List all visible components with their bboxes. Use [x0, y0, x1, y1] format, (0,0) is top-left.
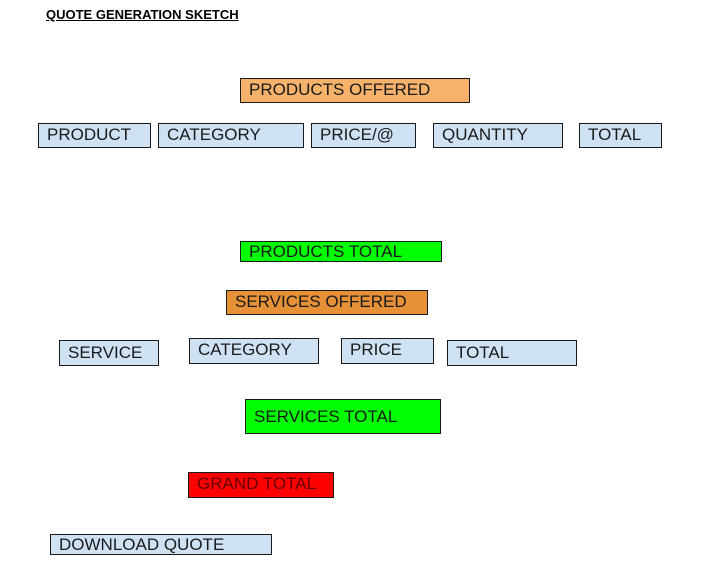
service-column-box: SERVICE	[59, 340, 159, 366]
product-category-column-box: CATEGORY	[158, 123, 304, 148]
services-offered-header: SERVICES OFFERED	[226, 290, 428, 315]
service-price-column-box: PRICE	[341, 338, 434, 364]
products-total-box: PRODUCTS TOTAL	[240, 241, 442, 262]
product-price-column-box: PRICE/@	[311, 123, 416, 148]
products-offered-header: PRODUCTS OFFERED	[240, 78, 470, 103]
page-title: QUOTE GENERATION SKETCH	[46, 7, 239, 22]
grand-total-box: GRAND TOTAL	[188, 472, 334, 498]
product-total-column-box: TOTAL	[579, 123, 662, 148]
product-column-box: PRODUCT	[38, 123, 151, 148]
product-quantity-column-box: QUANTITY	[433, 123, 563, 148]
service-total-column-box: TOTAL	[447, 340, 577, 366]
download-quote-button[interactable]: DOWNLOAD QUOTE	[50, 534, 272, 555]
service-category-column-box: CATEGORY	[189, 338, 319, 364]
services-total-box: SERVICES TOTAL	[245, 399, 441, 434]
